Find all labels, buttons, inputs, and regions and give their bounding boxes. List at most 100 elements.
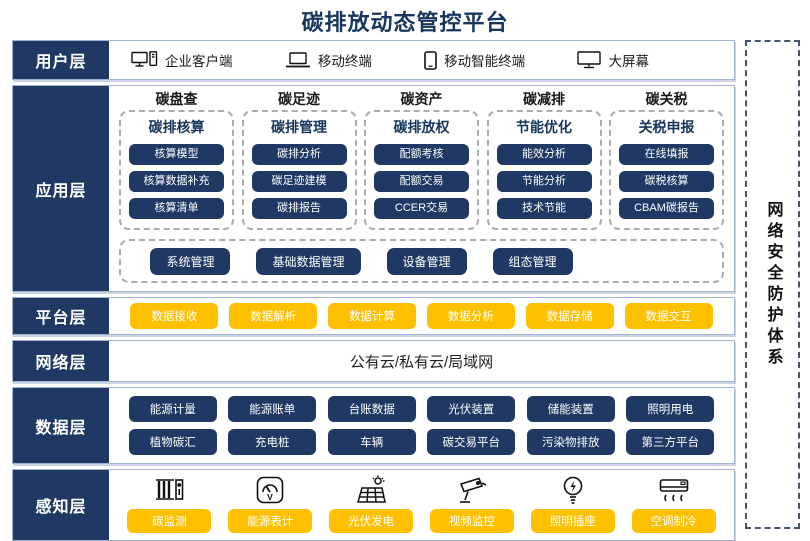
sense-label: 能源表计 xyxy=(228,509,313,533)
app-column-carbon-asset: 碳资产 碳排放权 配额考核 配额交易 CCER交易 xyxy=(364,90,479,230)
sense-label: 光伏发电 xyxy=(329,509,414,533)
app-column-header: 碳盘查 xyxy=(155,91,198,107)
module-button: 核算数据补充 xyxy=(129,171,224,192)
app-column-subheader: 碳排放权 xyxy=(393,119,450,135)
data-source-button: 植物碳汇 xyxy=(128,429,217,456)
laptop-icon xyxy=(285,52,311,68)
user-layer-content: 企业客户端 移动终端 移动智能终端 xyxy=(109,41,734,79)
module-button: 基础数据管理 xyxy=(256,247,361,275)
platform-layer-label: 平台层 xyxy=(13,298,109,334)
platform-layer: 平台层 数据接收 数据解析 数据计算 数据分析 数据存储 数据交互 xyxy=(12,297,735,335)
user-layer: 用户层 企业客户端 xyxy=(12,40,735,80)
module-button: 配额交易 xyxy=(374,171,469,192)
data-source-button: 碳交易平台 xyxy=(427,429,516,456)
carbon-monitor-icon xyxy=(153,475,185,505)
user-item-big-screen: 大屏幕 xyxy=(577,50,649,70)
cctv-camera-icon xyxy=(456,475,488,505)
data-source-button: 储能装置 xyxy=(526,395,615,422)
app-column-box: 关税申报 在线填报 碳税核算 CBAM碳报告 xyxy=(609,110,724,230)
module-button: 组态管理 xyxy=(492,247,573,275)
app-column-subheader: 关税申报 xyxy=(638,119,695,135)
data-source-button: 台账数据 xyxy=(327,395,416,422)
sense-item-solar-power: 光伏发电 xyxy=(329,470,414,540)
user-item-smart-terminal: 移动智能终端 xyxy=(424,50,525,70)
app-column-carbon-footprint: 碳足迹 碳排管理 碳排分析 碳足迹建模 碳排报告 xyxy=(241,90,357,230)
module-button: 碳排分析 xyxy=(251,144,347,165)
platform-button: 数据解析 xyxy=(229,303,318,329)
module-button: 设备管理 xyxy=(386,247,467,275)
user-item-mobile-terminal: 移动终端 xyxy=(285,50,372,70)
platform-button: 数据分析 xyxy=(426,303,515,329)
app-column-header: 碳减排 xyxy=(523,91,565,107)
app-column-carbon-reduction: 碳减排 节能优化 能效分析 节能分析 技术节能 xyxy=(486,90,602,230)
module-button: 碳税核算 xyxy=(619,171,714,192)
big-screen-icon xyxy=(577,51,602,69)
network-layer-content: 公有云/私有云/局域网 xyxy=(349,353,494,371)
module-button: 配额考核 xyxy=(374,144,469,165)
data-source-button: 污染物排放 xyxy=(526,429,615,456)
module-button: 核算模型 xyxy=(129,144,224,165)
energy-meter-icon: V xyxy=(255,475,285,505)
page-title: 碳排放动态管控平台 xyxy=(301,10,509,35)
data-source-button: 照明用电 xyxy=(626,395,715,422)
platform-button: 数据交互 xyxy=(624,303,713,329)
sense-label: 碳监测 xyxy=(127,509,212,533)
perception-layer-label: 感知层 xyxy=(13,470,109,540)
module-button: 系统管理 xyxy=(150,247,231,275)
module-button: 节能分析 xyxy=(496,171,592,192)
platform-button: 数据存储 xyxy=(525,303,614,329)
sense-item-video-surveillance: 视频监控 xyxy=(429,470,514,540)
data-row: 植物碳汇 充电桩 车辆 碳交易平台 污染物排放 第三方平台 xyxy=(109,429,734,456)
security-sidebar-label: 网络安全防护体系 xyxy=(764,200,782,369)
common-management-box: 系统管理 基础数据管理 设备管理 组态管理 xyxy=(119,239,724,283)
sense-item-energy-meter: V 能源表计 xyxy=(228,470,313,540)
module-button: 在线填报 xyxy=(619,144,714,165)
module-button: 能效分析 xyxy=(496,144,592,165)
network-layer: 网络层 公有云/私有云/局域网 xyxy=(12,340,735,382)
light-bulb-icon xyxy=(560,475,586,505)
app-column-box: 节能优化 能效分析 节能分析 技术节能 xyxy=(486,110,602,230)
data-source-button: 充电桩 xyxy=(228,429,317,456)
smartphone-icon xyxy=(424,50,437,70)
sense-item-air-conditioning: 空调制冷 xyxy=(631,470,716,540)
app-column-box: 碳排管理 碳排分析 碳足迹建模 碳排报告 xyxy=(241,110,357,230)
data-source-button: 能源计量 xyxy=(128,395,217,422)
platform-button: 数据计算 xyxy=(328,303,417,329)
platform-button: 数据接收 xyxy=(130,303,219,329)
user-item-label: 移动终端 xyxy=(317,54,372,69)
sense-item-lighting-socket: 照明插座 xyxy=(530,470,615,540)
app-column-subheader: 碳排核算 xyxy=(148,119,205,135)
platform-layer-content: 数据接收 数据解析 数据计算 数据分析 数据存储 数据交互 xyxy=(109,298,734,334)
svg-text:V: V xyxy=(267,492,273,502)
perception-layer-content: 碳监测 V 能源表计 xyxy=(109,470,734,540)
module-button: CCER交易 xyxy=(374,198,469,219)
app-column-carbon-inventory: 碳盘查 碳排核算 核算模型 核算数据补充 核算清单 xyxy=(119,90,234,230)
data-row: 能源计量 能源账单 台账数据 光伏装置 储能装置 照明用电 xyxy=(109,395,734,422)
user-layer-label: 用户层 xyxy=(13,41,109,79)
data-source-button: 车辆 xyxy=(327,429,416,456)
data-source-button: 能源账单 xyxy=(228,395,317,422)
module-button: 碳排报告 xyxy=(251,198,347,219)
sense-label: 空调制冷 xyxy=(631,509,716,533)
security-sidebar: 网络安全防护体系 xyxy=(745,40,800,529)
user-item-label: 企业客户端 xyxy=(165,54,233,69)
data-layer: 数据层 能源计量 能源账单 台账数据 光伏装置 储能装置 照明用电 植物碳汇 充… xyxy=(12,387,735,464)
app-column-subheader: 节能优化 xyxy=(516,119,572,135)
application-layer-label: 应用层 xyxy=(13,86,109,291)
module-button: 核算清单 xyxy=(129,198,224,219)
data-layer-content: 能源计量 能源账单 台账数据 光伏装置 储能装置 照明用电 植物碳汇 充电桩 车… xyxy=(109,388,734,463)
application-columns: 碳盘查 碳排核算 核算模型 核算数据补充 核算清单 碳足迹 碳排管理 碳排分析 xyxy=(109,86,734,230)
data-layer-label: 数据层 xyxy=(13,388,109,463)
user-item-label: 移动智能终端 xyxy=(444,54,526,69)
data-source-button: 光伏装置 xyxy=(427,395,516,422)
data-source-button: 第三方平台 xyxy=(626,429,715,456)
perception-layer: 感知层 碳监测 xyxy=(12,469,735,541)
air-conditioner-icon xyxy=(658,475,690,505)
user-item-label: 大屏幕 xyxy=(608,54,649,69)
application-layer: 应用层 碳盘查 碳排核算 核算模型 核算数据补充 核算清单 碳足迹 xyxy=(12,85,735,292)
app-column-subheader: 碳排管理 xyxy=(271,119,327,135)
layer-stack: 用户层 企业客户端 xyxy=(12,40,735,541)
user-item-enterprise-client: 企业客户端 xyxy=(131,50,233,70)
app-column-box: 碳排核算 核算模型 核算数据补充 核算清单 xyxy=(119,110,234,230)
